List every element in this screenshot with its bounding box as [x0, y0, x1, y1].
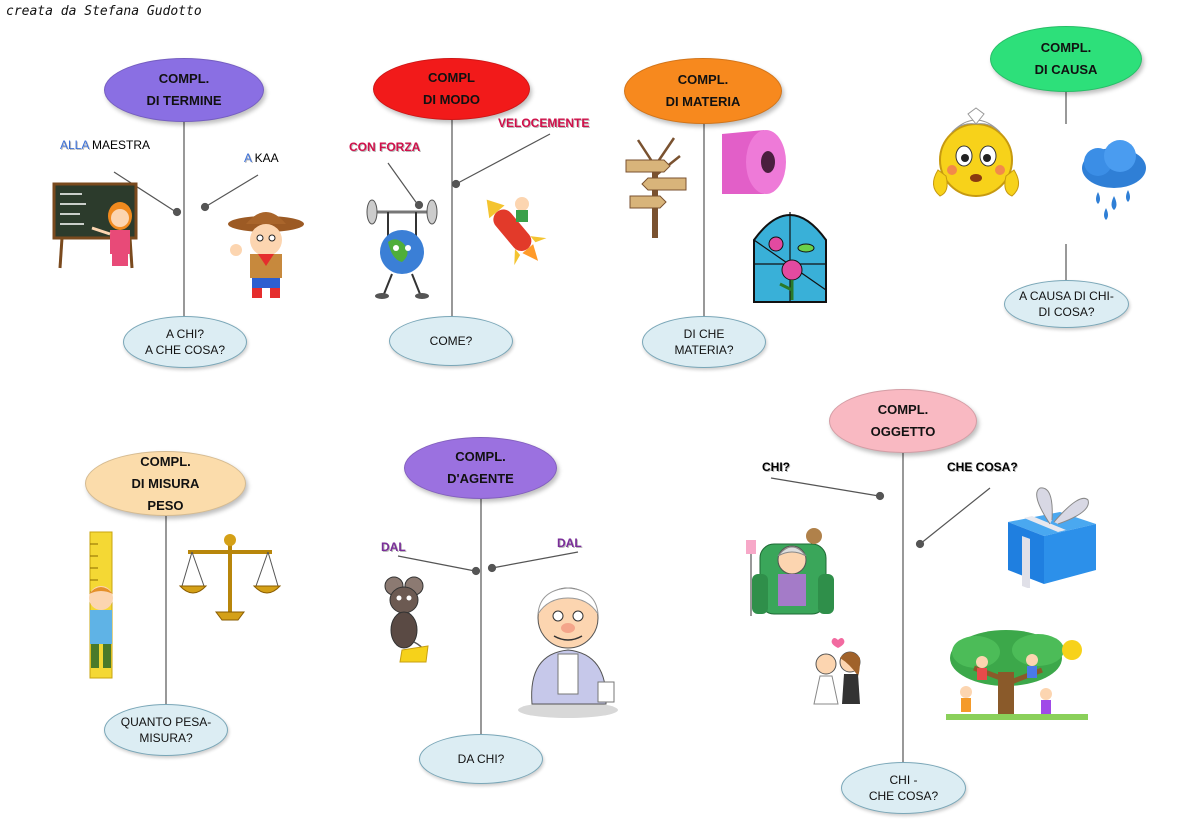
- height-ruler-illustration: [89, 531, 113, 679]
- question-modo: COME?: [389, 316, 513, 366]
- modo-branch-right: [455, 133, 551, 185]
- label-velocemente: VELOCEMENTE: [498, 116, 590, 130]
- modo-dot-left: [414, 200, 424, 210]
- title-causa: COMPL.DI CAUSA: [990, 26, 1142, 92]
- question-oggetto: CHI -CHE COSA?: [841, 762, 966, 814]
- rocket-illustration: [486, 197, 547, 266]
- title-termine: COMPL.DI TERMINE: [104, 58, 264, 122]
- question-misura: QUANTO PESA-MISURA?: [104, 704, 228, 756]
- termine-branch-right: [204, 174, 259, 208]
- agente-branch-right: [491, 551, 579, 569]
- agente-dot-left: [471, 566, 481, 576]
- oggetto-branch-right: [919, 487, 991, 545]
- label-con-forza: CON FORZA: [349, 140, 421, 154]
- title-oggetto: COMPL.OGGETTO: [829, 389, 977, 453]
- termine-dot-left: [172, 207, 182, 217]
- title-agente: COMPL.D'AGENTE: [404, 437, 557, 499]
- modo-branch-left: [387, 162, 419, 206]
- label-chi: CHI?: [762, 460, 790, 474]
- termine-dot-right: [200, 202, 210, 212]
- question-agente: DA CHI?: [419, 734, 543, 784]
- oggetto-branch-left: [770, 477, 880, 497]
- label-dal-left: DAL: [381, 540, 406, 554]
- label-che-cosa: CHE COSA?: [947, 460, 1018, 474]
- children-tree-illustration: [946, 630, 1088, 720]
- rain-cloud-icon: [1082, 140, 1146, 220]
- gift-box-icon: [1008, 487, 1096, 588]
- paper-roll-illustration: [722, 130, 786, 194]
- title-materia: COMPL.DI MATERIA: [624, 58, 782, 124]
- agente-branch-left: [397, 555, 476, 572]
- scared-emoji-illustration: [933, 107, 1019, 197]
- agente-dot-right: [487, 563, 497, 573]
- oggetto-dot-left: [875, 491, 885, 501]
- mouse-illustration: [384, 576, 429, 663]
- wooden-signpost-illustration: [625, 137, 687, 238]
- scout-illustration: [228, 212, 304, 298]
- label-alla-maestra: ALLA MAESTRA: [60, 138, 151, 152]
- question-causa: A CAUSA DI CHI-DI COSA?: [1004, 280, 1129, 328]
- oggetto-dot-right: [915, 539, 925, 549]
- question-termine: A CHI?A CHE COSA?: [123, 316, 247, 368]
- label-a-kaa: A KAA: [244, 151, 279, 165]
- earth-weightlifter-illustration: [366, 199, 438, 299]
- label-dal-right: DAL: [557, 536, 582, 550]
- termine-branch-left: [113, 171, 177, 213]
- author-credit: creata da Stefana Gudotto: [6, 4, 202, 19]
- modo-dot-right: [451, 179, 461, 189]
- teacher-illustration: [52, 182, 138, 269]
- couple-illustration: [813, 638, 861, 705]
- grandmother-illustration: [746, 528, 834, 616]
- balance-scale-icon: [178, 534, 282, 621]
- grandfather-illustration: [518, 587, 618, 718]
- stained-glass-illustration: [753, 212, 827, 303]
